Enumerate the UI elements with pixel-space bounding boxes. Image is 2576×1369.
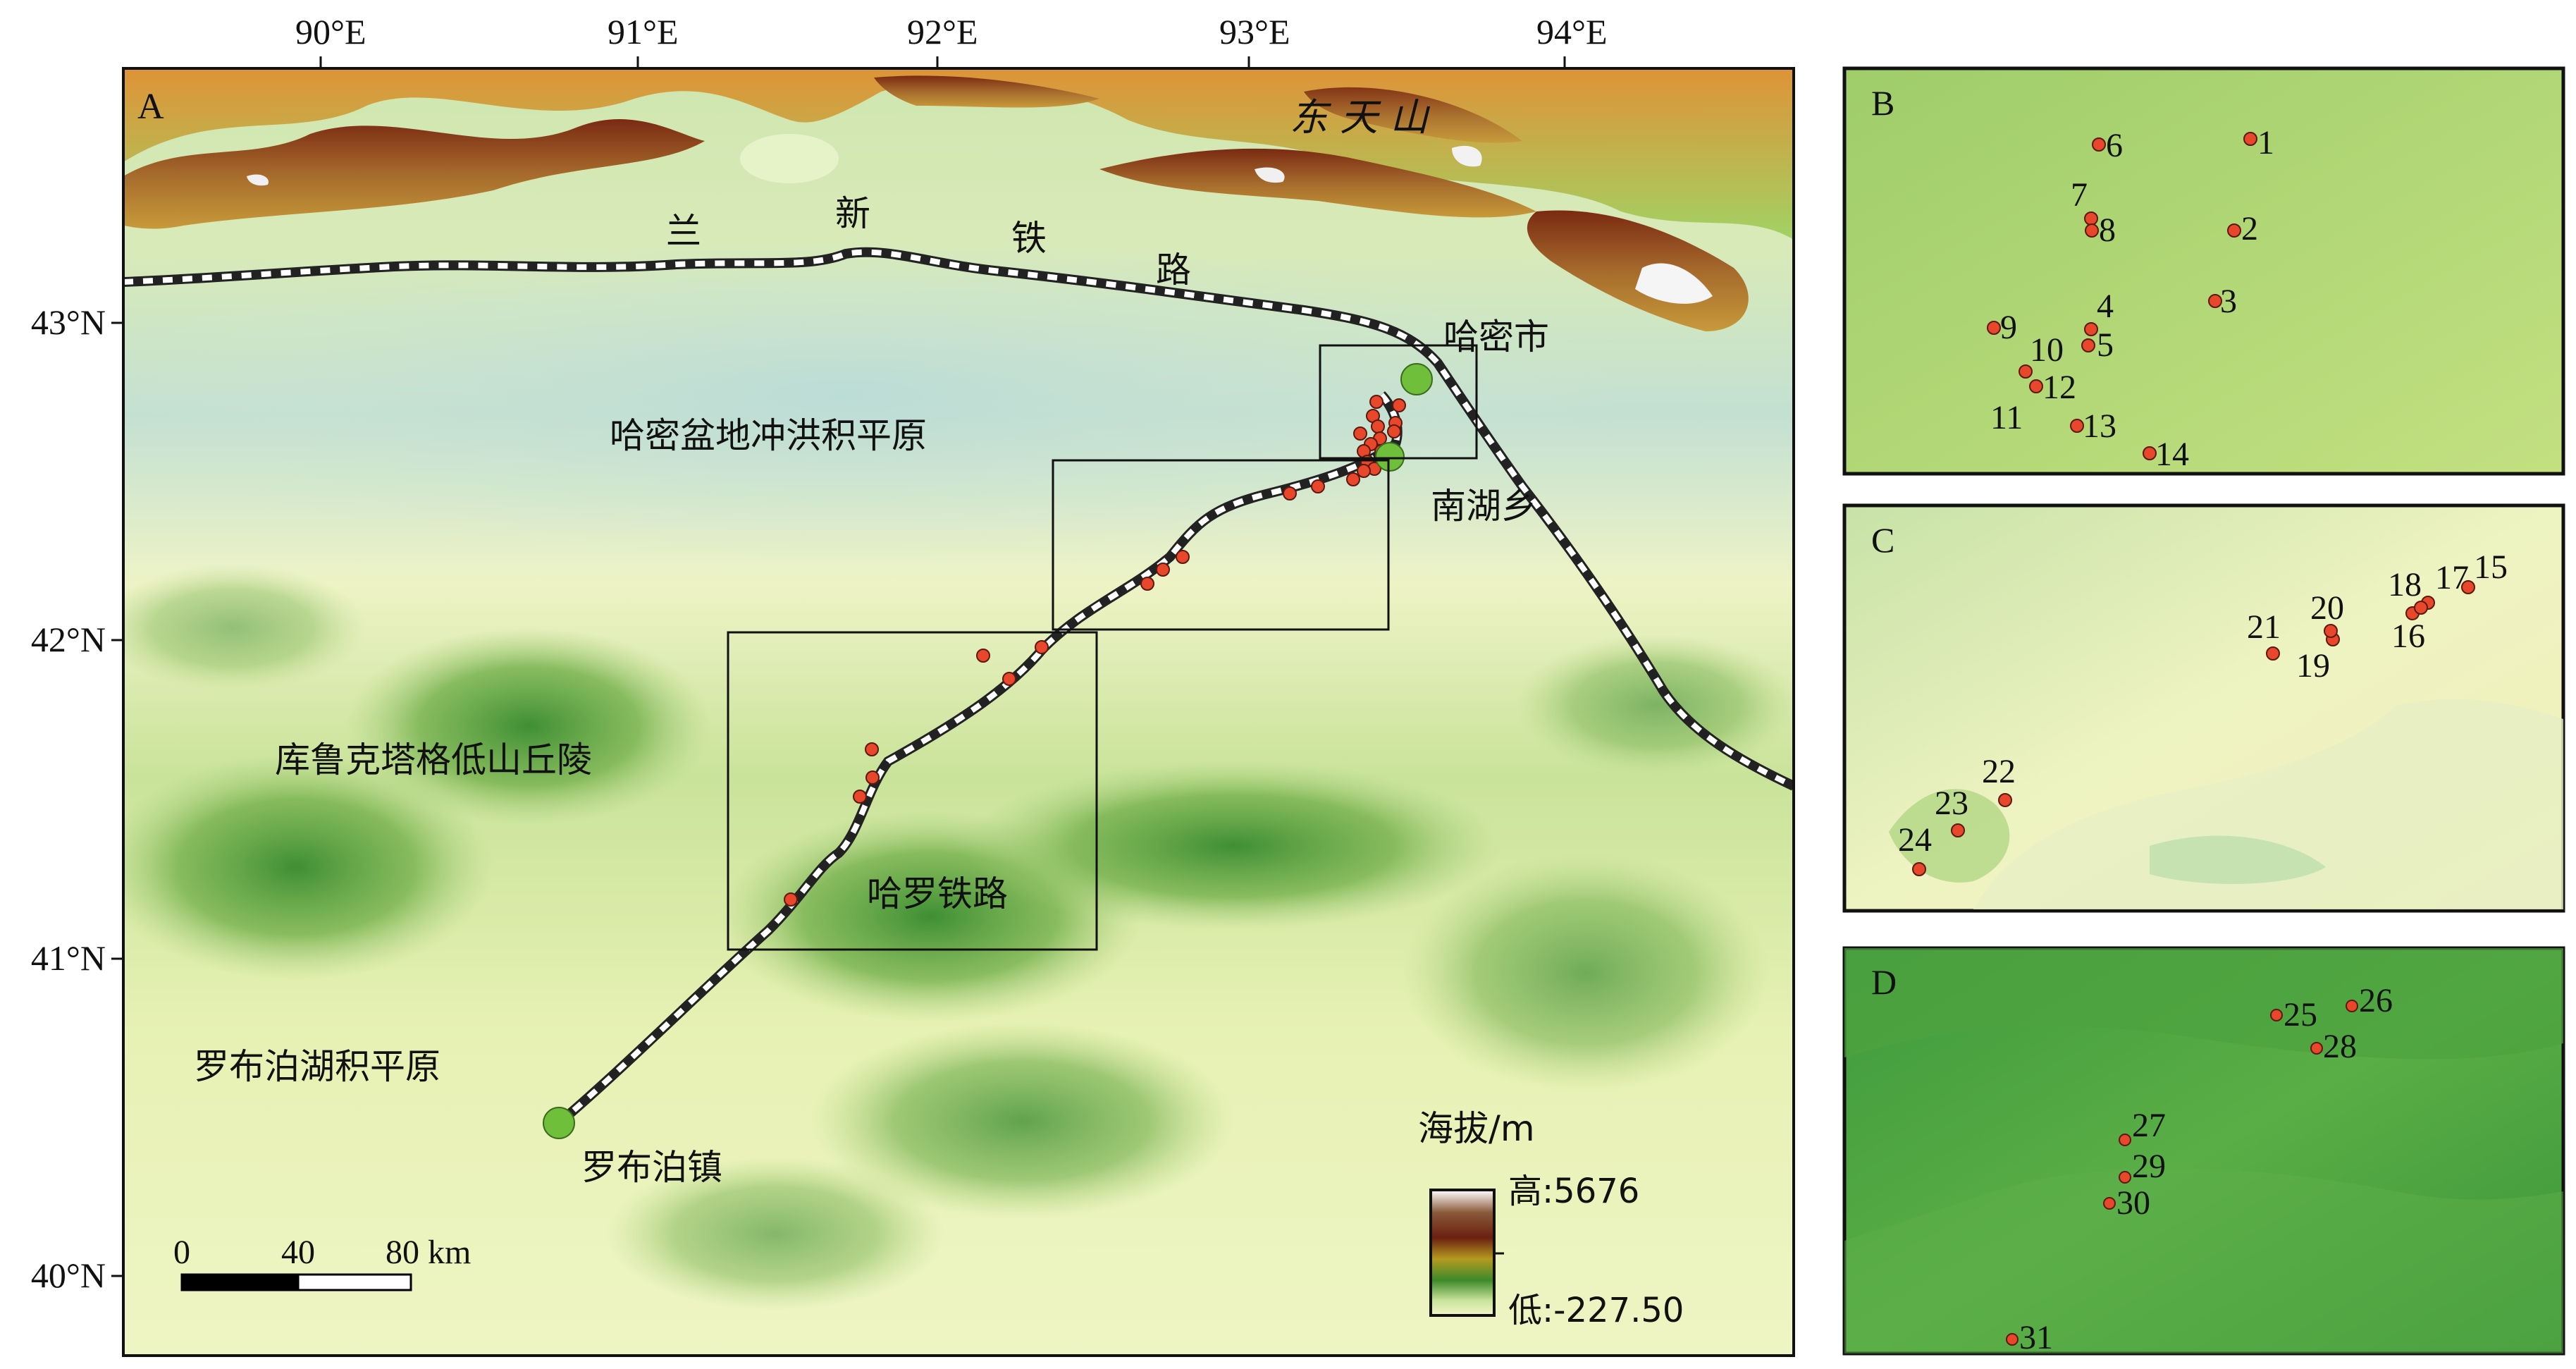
inset-C-point-16: 16 [2391,618,2425,655]
inset-C-point-18: 18 [2388,566,2422,603]
inset-C-point-20: 20 [2310,589,2344,627]
inset-B-point-3: 3 [2220,283,2237,320]
elevation-legend: 海拔/m 高:5676 低:-227.50 [1418,1108,1684,1330]
lop-town-marker [543,1107,575,1139]
inset-B-point-2: 2 [2241,210,2258,247]
inset-D-point-28: 28 [2323,1028,2357,1065]
lat-label-42: 42°N [31,620,106,659]
inset-C-point-19: 19 [2296,647,2330,684]
inset-D-point-27: 27 [2132,1107,2166,1144]
main-map-frame [122,67,1795,1357]
inset-B-point-11: 11 [1990,399,2023,436]
panel-letter-A: A [137,87,164,127]
inset-D-point-26: 26 [2359,982,2393,1019]
inset-B-point-8: 8 [2099,211,2116,249]
label-rail-lu: 路 [1156,250,1191,290]
scale-bar: 0 40 80 km [173,1234,471,1291]
locator-box-D [727,631,1098,951]
tianshan-mountains [123,68,1794,331]
label-tianshan: 东 天 山 [1290,95,1430,140]
label-hami-city: 哈密市 [1443,317,1549,357]
inset-B-point-13: 13 [2083,407,2116,445]
inset-B-point-1: 1 [2257,124,2274,161]
inset-C-point-24: 24 [1898,821,1932,859]
inset-B-point-5: 5 [2097,326,2114,364]
inset-panel-B: B 1 2 3 4 5 6 7 8 9 10 11 12 13 14 [1842,66,2565,476]
legend-low: 低:-227.50 [1508,1291,1684,1330]
graticule-ticks [111,56,1566,1277]
legend-title: 海拔/m [1418,1108,1535,1149]
inset-D-point-30: 30 [2116,1184,2150,1222]
inset-B-point-7: 7 [2071,176,2088,214]
scale-tick-80km: 80 km [386,1234,471,1271]
lat-label-41: 41°N [31,938,106,978]
lon-label-90: 90°E [295,12,366,51]
label-rail-xin: 新 [835,193,870,234]
locator-box-B [1319,344,1478,460]
scale-tick-0: 0 [173,1234,190,1271]
legend-high: 高:5676 [1508,1172,1639,1211]
panel-letter-B: B [1871,83,1894,123]
lat-label-43: 43°N [31,302,106,342]
lon-label-93: 93°E [1219,12,1290,51]
locator-box-C [1052,459,1390,631]
nanhu-marker [1375,442,1405,472]
inset-C-point-15: 15 [2474,548,2508,586]
inset-C-point-23: 23 [1935,785,1968,822]
label-hami-plain: 哈密盆地冲洪积平原 [610,415,927,456]
inset-panel-D: D 25 26 27 28 29 30 31 [1842,946,2565,1356]
label-lop-plain: 罗布泊湖积平原 [194,1046,440,1087]
inset-D-point-29: 29 [2132,1148,2166,1185]
label-nanhu: 南湖乡 [1431,486,1536,527]
inset-D-points [2006,1000,2358,1346]
inset-locator-boxes [727,344,1478,951]
lon-label-94: 94°E [1536,12,1608,51]
inset-B-point-14: 14 [2155,436,2189,473]
inset-panel-C: C 15 16 17 18 19 20 21 22 23 24 [1842,503,2565,913]
label-lop-town: 罗布泊镇 [581,1147,722,1188]
lanxin-railway [123,247,1794,791]
inset-B-point-6: 6 [2106,127,2123,164]
inset-B-point-9: 9 [2000,309,2017,346]
inset-C-point-17: 17 [2435,559,2469,596]
panel-letter-D: D [1871,962,1897,1002]
legend-color-ramp [1429,1189,1496,1317]
hill-shading [123,564,1794,1311]
inset-B-points [1987,132,2257,460]
main-map-panel [123,68,1794,1356]
inset-C-point-21: 21 [2247,608,2281,646]
inset-B-point-4: 4 [2097,288,2114,325]
label-rail-lan: 兰 [666,211,701,252]
inset-C-point-22: 22 [1982,753,2016,790]
basin-shading [123,233,1621,557]
lon-label-91: 91°E [608,12,679,51]
label-rail-tie: 铁 [1011,218,1047,259]
scale-tick-40: 40 [281,1234,315,1271]
hami-city-marker [1400,363,1433,395]
inset-D-point-25: 25 [2284,996,2317,1033]
inset-D-point-31: 31 [2019,1319,2053,1356]
label-kuruktag: 库鲁克塔格低山丘陵 [275,739,592,780]
station-markers [543,363,1433,1139]
inset-B-point-10: 10 [2030,331,2064,369]
label-haluo-railway: 哈罗铁路 [867,873,1008,914]
inset-B-point-12: 12 [2042,369,2076,406]
inset-C-points [1912,580,2475,876]
panel-letter-C: C [1871,520,1894,560]
lat-label-40: 40°N [31,1256,106,1295]
lon-label-92: 92°E [907,12,978,51]
